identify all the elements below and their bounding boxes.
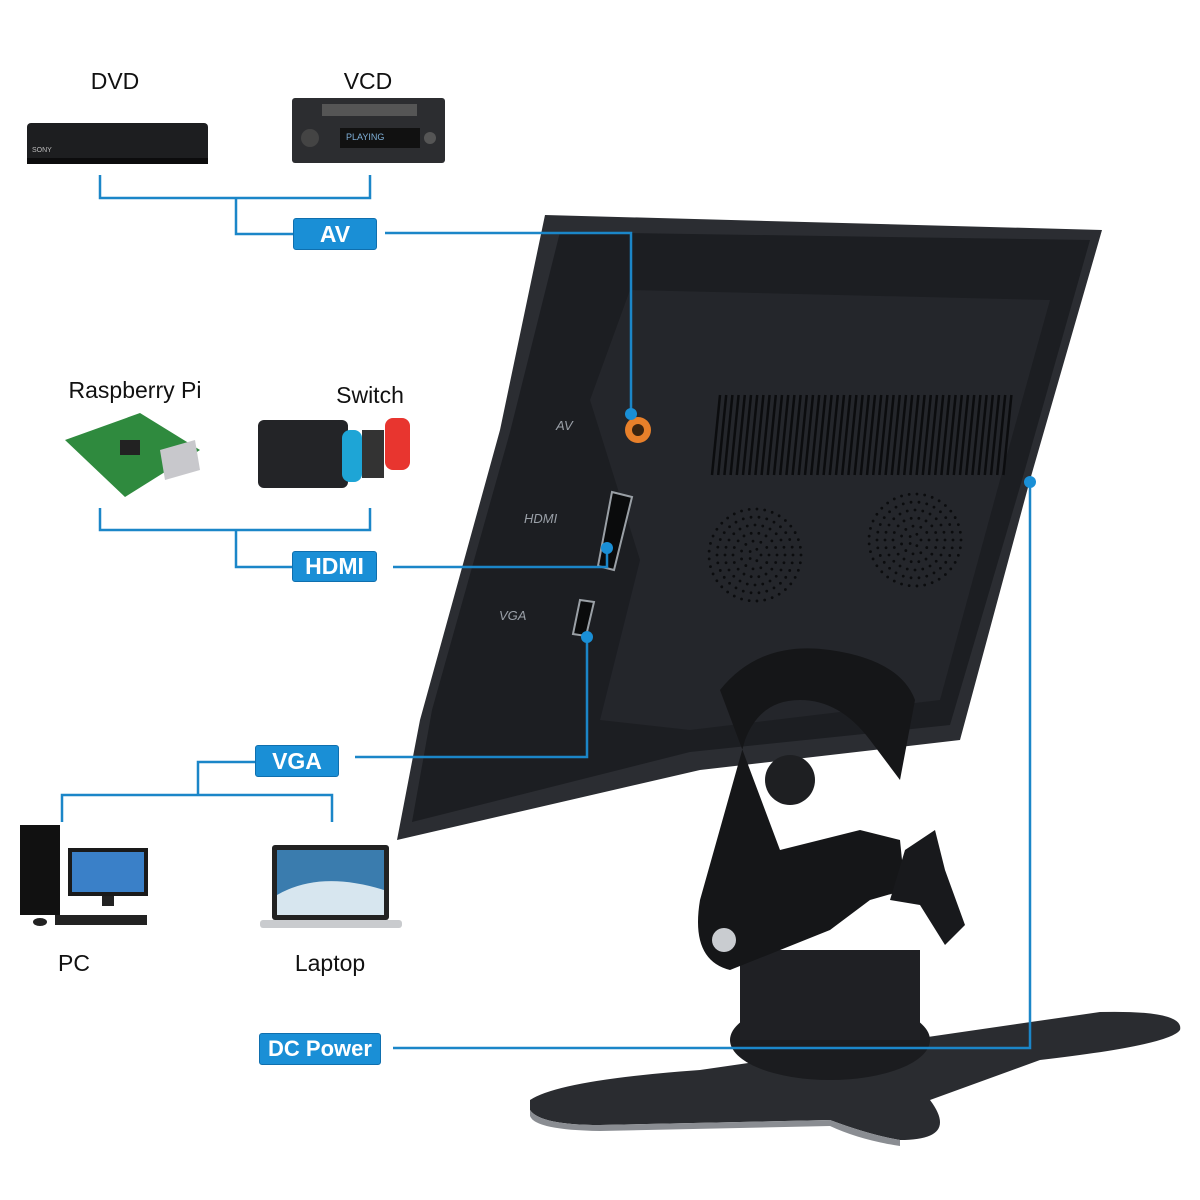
pc-label: PC [58, 950, 90, 976]
raspberry-pi-image [65, 413, 200, 497]
vent-grille [710, 394, 1013, 476]
monitor-label-hdmi: HDMI [524, 511, 558, 526]
svg-text:PLAYING: PLAYING [346, 132, 384, 142]
monitor-back-raised [590, 290, 1050, 730]
stand-knob [890, 830, 965, 945]
monitor-label-vga: VGA [499, 608, 526, 623]
svg-text:SONY: SONY [32, 147, 52, 154]
stand-arm [698, 648, 915, 970]
dc-power-label: DC Power [259, 1033, 381, 1065]
connection-dots [581, 408, 1036, 643]
av-port-label: AV [293, 218, 377, 250]
stand-column [740, 950, 920, 1040]
raspberry-pi-label: Raspberry Pi [68, 377, 202, 403]
stand-base-plate-edge [530, 1110, 900, 1146]
vcd-player-image: PLAYING [292, 98, 445, 163]
switch-image [258, 418, 410, 488]
switch-label: Switch [336, 382, 404, 408]
pc-image [20, 825, 148, 926]
dvd-label: DVD [90, 68, 140, 94]
monitor-label-av: AV [555, 418, 574, 433]
hdmi-port-label: HDMI [292, 551, 377, 582]
dvd-player-image: SONY [27, 123, 208, 164]
vcd-label: VCD [343, 68, 393, 94]
laptop-label: Laptop [294, 950, 366, 976]
speaker-grilles [707, 492, 963, 603]
laptop-image [260, 845, 402, 928]
mount-screw [712, 928, 736, 952]
vga-port-label: VGA [255, 745, 339, 777]
connection-lines [60, 175, 1032, 1050]
